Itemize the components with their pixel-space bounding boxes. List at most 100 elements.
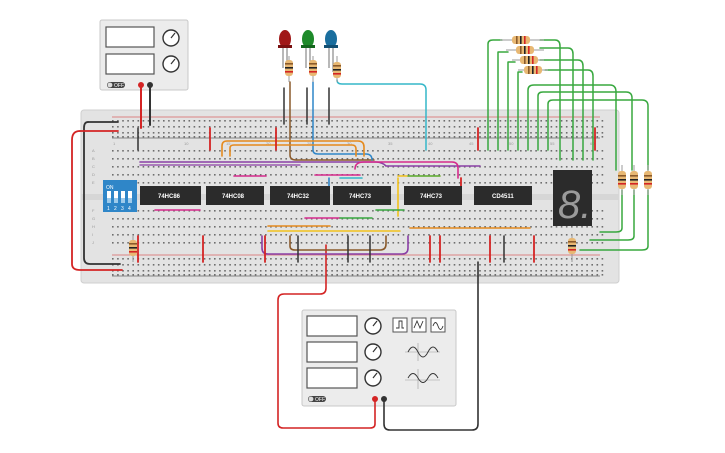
breadboard-hole[interactable] — [555, 120, 558, 122]
breadboard-hole[interactable] — [239, 132, 242, 134]
breadboard-hole[interactable] — [157, 158, 160, 160]
breadboard-hole[interactable] — [377, 264, 379, 266]
breadboard-hole[interactable] — [591, 126, 593, 128]
breadboard-hole[interactable] — [147, 182, 150, 184]
breadboard-hole[interactable] — [249, 132, 252, 134]
breadboard-hole[interactable] — [326, 242, 328, 244]
breadboard-hole[interactable] — [387, 218, 389, 220]
breadboard-hole[interactable] — [203, 210, 206, 212]
breadboard-hole[interactable] — [280, 274, 282, 276]
breadboard-hole[interactable] — [412, 132, 415, 134]
breadboard-hole[interactable] — [504, 174, 507, 176]
breadboard-hole[interactable] — [525, 132, 527, 134]
breadboard-hole[interactable] — [586, 234, 588, 236]
breadboard-hole[interactable] — [152, 258, 155, 260]
breadboard-hole[interactable] — [453, 242, 456, 244]
breadboard-hole[interactable] — [418, 264, 420, 266]
breadboard-hole[interactable] — [249, 274, 252, 276]
breadboard-hole[interactable] — [428, 270, 430, 272]
breadboard-hole[interactable] — [530, 226, 532, 228]
breadboard-hole[interactable] — [254, 166, 257, 168]
breadboard-hole[interactable] — [540, 226, 542, 228]
breadboard-hole[interactable] — [137, 234, 140, 236]
breadboard-hole[interactable] — [463, 258, 466, 260]
breadboard-hole[interactable] — [397, 126, 400, 128]
breadboard-hole[interactable] — [545, 182, 548, 184]
wire-orange[interactable] — [221, 140, 365, 157]
breadboard-hole[interactable] — [397, 242, 400, 244]
breadboard-hole[interactable] — [581, 158, 583, 160]
breadboard-hole[interactable] — [412, 210, 415, 212]
breadboard-hole[interactable] — [239, 258, 242, 260]
breadboard-hole[interactable] — [346, 270, 349, 272]
breadboard-hole[interactable] — [448, 258, 451, 260]
breadboard-hole[interactable] — [117, 150, 119, 152]
breadboard-hole[interactable] — [565, 132, 568, 134]
breadboard-hole[interactable] — [540, 150, 542, 152]
breadboard-hole[interactable] — [520, 258, 522, 260]
breadboard-hole[interactable] — [514, 126, 517, 128]
breadboard-hole[interactable] — [402, 264, 405, 266]
breadboard-hole[interactable] — [479, 274, 481, 276]
breadboard-hole[interactable] — [560, 166, 563, 168]
breadboard-hole[interactable] — [545, 210, 548, 212]
breadboard-hole[interactable] — [423, 270, 425, 272]
breadboard-hole[interactable] — [178, 274, 180, 276]
breadboard-hole[interactable] — [453, 136, 456, 138]
breadboard-hole[interactable] — [351, 274, 354, 276]
breadboard-hole[interactable] — [234, 158, 236, 160]
breadboard-hole[interactable] — [581, 258, 583, 260]
breadboard-hole[interactable] — [509, 132, 512, 134]
breadboard-hole[interactable] — [147, 126, 150, 128]
breadboard-hole[interactable] — [346, 234, 349, 236]
breadboard-hole[interactable] — [412, 270, 415, 272]
breadboard-hole[interactable] — [285, 136, 287, 138]
breadboard-hole[interactable] — [147, 258, 150, 260]
breadboard-hole[interactable] — [463, 136, 466, 138]
breadboard-hole[interactable] — [290, 174, 293, 176]
resistor[interactable] — [644, 165, 652, 195]
breadboard-hole[interactable] — [295, 258, 298, 260]
breadboard-hole[interactable] — [147, 264, 150, 266]
breadboard-hole[interactable] — [346, 182, 349, 184]
breadboard-hole[interactable] — [270, 234, 272, 236]
breadboard-hole[interactable] — [443, 150, 446, 152]
breadboard-hole[interactable] — [387, 132, 389, 134]
breadboard-hole[interactable] — [168, 182, 170, 184]
breadboard-hole[interactable] — [310, 126, 313, 128]
breadboard-hole[interactable] — [254, 132, 257, 134]
breadboard-hole[interactable] — [418, 274, 420, 276]
breadboard-hole[interactable] — [504, 182, 507, 184]
breadboard-hole[interactable] — [285, 166, 287, 168]
breadboard-hole[interactable] — [214, 150, 216, 152]
breadboard-hole[interactable] — [229, 258, 231, 260]
breadboard-hole[interactable] — [117, 120, 119, 122]
breadboard-hole[interactable] — [458, 258, 461, 260]
breadboard-hole[interactable] — [300, 132, 303, 134]
breadboard-hole[interactable] — [443, 270, 446, 272]
breadboard-hole[interactable] — [183, 166, 185, 168]
breadboard-hole[interactable] — [203, 166, 206, 168]
breadboard-hole[interactable] — [433, 126, 435, 128]
breadboard-hole[interactable] — [453, 218, 456, 220]
breadboard-hole[interactable] — [275, 258, 277, 260]
breadboard-hole[interactable] — [433, 132, 435, 134]
breadboard-hole[interactable] — [438, 150, 440, 152]
chip-74hc73-b[interactable]: 74HC73 — [404, 186, 462, 205]
breadboard-hole[interactable] — [224, 126, 226, 128]
breadboard-hole[interactable] — [203, 274, 206, 276]
breadboard-hole[interactable] — [122, 174, 124, 176]
breadboard-hole[interactable] — [132, 270, 134, 272]
breadboard-hole[interactable] — [310, 120, 313, 122]
breadboard-hole[interactable] — [275, 234, 277, 236]
breadboard-hole[interactable] — [270, 210, 272, 212]
breadboard-hole[interactable] — [356, 242, 359, 244]
breadboard-hole[interactable] — [560, 150, 563, 152]
breadboard-hole[interactable] — [132, 136, 134, 138]
breadboard-hole[interactable] — [382, 166, 384, 168]
breadboard-hole[interactable] — [316, 158, 318, 160]
breadboard-hole[interactable] — [428, 150, 430, 152]
breadboard-hole[interactable] — [214, 226, 216, 228]
breadboard-hole[interactable] — [469, 258, 471, 260]
breadboard-hole[interactable] — [407, 174, 410, 176]
